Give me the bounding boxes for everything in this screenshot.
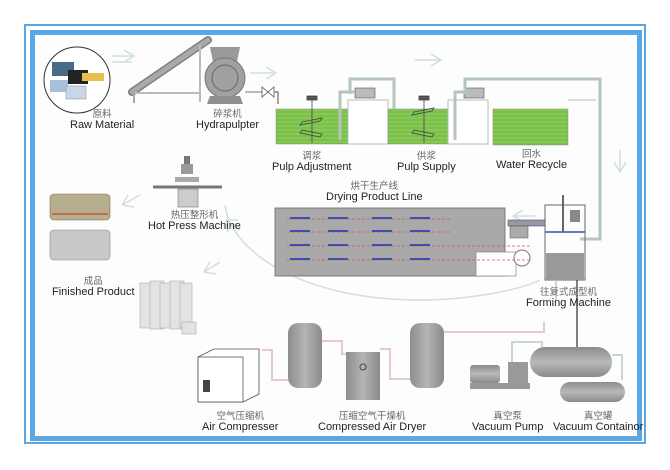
label-hot-press: 热压整形机 Hot Press Machine	[148, 210, 241, 232]
pulp-tanks	[275, 77, 602, 241]
vacuum-system	[470, 341, 625, 402]
arrow-supply	[415, 53, 443, 67]
label-finished-product: 成品 Finished Product	[52, 276, 135, 298]
air-system	[197, 322, 545, 403]
label-air-dryer: 压缩空气干燥机 Compressed Air Dryer	[318, 411, 427, 433]
arrow-hotpress-to-product	[121, 194, 141, 208]
transfer-pumps	[338, 77, 602, 241]
arrow-raw-to-conveyor	[112, 49, 136, 63]
hydrapulper	[204, 47, 279, 104]
arrow-pulper-to-tank	[250, 66, 278, 80]
label-drying-line: 烘干生产线 Drying Product Line	[326, 181, 423, 203]
arrow-stack-to-product	[203, 261, 221, 275]
arrow-recycle-down	[613, 150, 627, 174]
label-air-compressor: 空气压缩机 Air Compresser	[202, 411, 279, 433]
drying-line	[274, 207, 531, 277]
label-vacuum-pump: 真空泵 Vacuum Pump	[472, 411, 544, 433]
outer-frame	[24, 24, 646, 444]
label-vacuum-container: 真空罐 Vacuum Containor	[553, 411, 644, 433]
forming-machine	[507, 195, 586, 350]
label-pulp-supply: 供浆 Pulp Supply	[397, 151, 456, 173]
conveyor	[128, 36, 212, 103]
label-pulp-adjustment: 调浆 Pulp Adjustment	[272, 151, 352, 173]
label-hydrapulpter: 碎浆机 Hydrapulpter	[196, 109, 259, 131]
raw-material-illustration	[43, 46, 111, 114]
arrow-curve	[224, 204, 541, 301]
stacked-products-illustration	[139, 280, 197, 335]
label-water-recycle: 回水 Water Recycle	[496, 149, 568, 171]
finished-product-illustration	[49, 193, 111, 261]
label-forming-machine: 往复式成型机 Forming Machine	[526, 287, 611, 309]
label-raw-material: 原料 Raw Material	[70, 109, 135, 131]
flow-arrows	[112, 49, 627, 301]
hot-press-machine	[153, 156, 222, 208]
arrow-drying-to-hotpress	[225, 219, 241, 233]
